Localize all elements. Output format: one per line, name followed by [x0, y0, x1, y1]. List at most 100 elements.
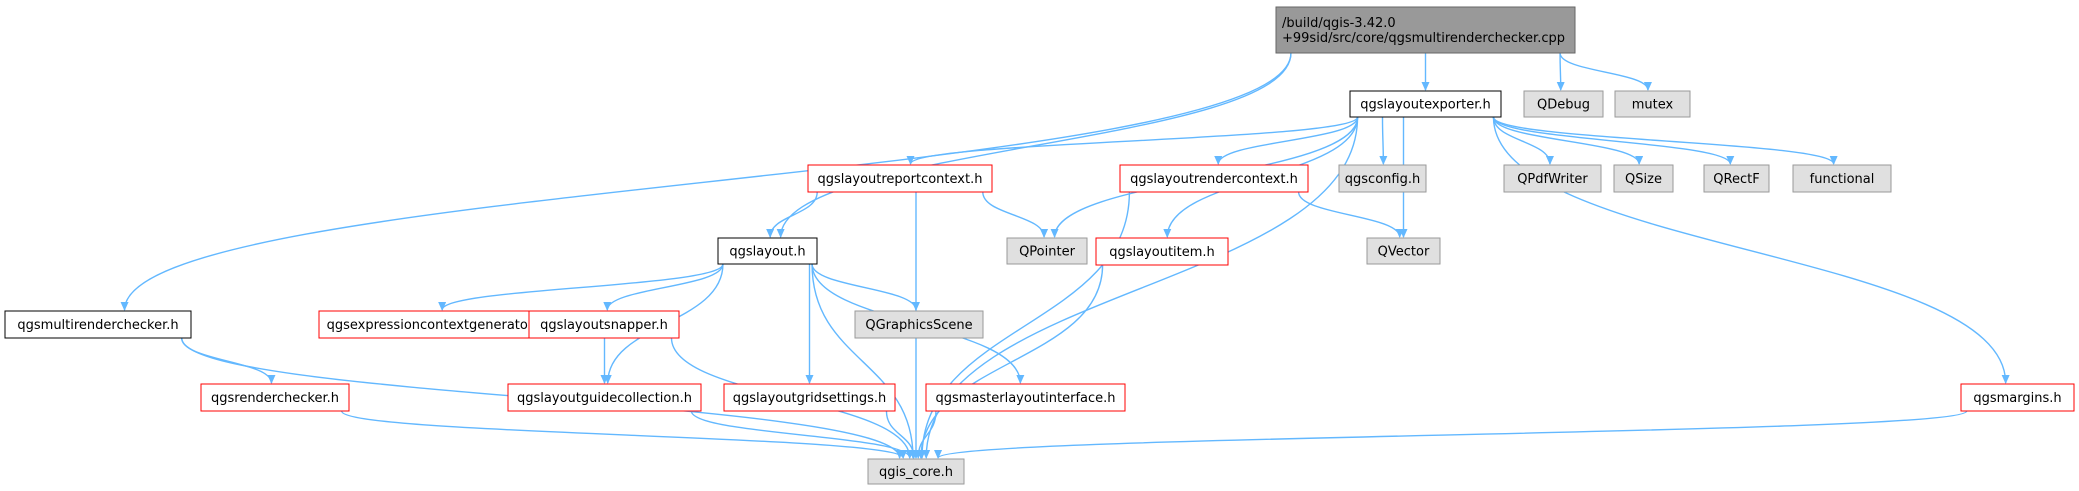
node-label-QPointer: QPointer	[1019, 245, 1076, 260]
node-box-qgsrenderchecker_h	[200, 383, 350, 412]
node-box-qgsmultirenderchecker_h	[4, 310, 192, 339]
node-label-qgsmultirenderchecker_h: qgsmultirenderchecker.h	[17, 318, 178, 333]
node-label-qgslayout_h: qgslayout.h	[729, 245, 805, 260]
node-box-qgslayoutreportcontext_h	[807, 164, 993, 193]
node-qgslayoutgridsettings_h[interactable]: qgslayoutgridsettings.h	[723, 383, 896, 412]
node-box-qgslayoutitem_h	[1095, 237, 1229, 266]
node-label-mutex: mutex	[1632, 98, 1674, 113]
node-QPointer: QPointer	[1006, 237, 1088, 265]
node-label-QVector: QVector	[1378, 245, 1430, 260]
node-box-QPointer	[1006, 237, 1088, 265]
node-qgslayoutexporter_h[interactable]: qgslayoutexporter.h	[1349, 90, 1502, 118]
node-label-root-line-0: /build/qgis-3.42.0	[1282, 16, 1396, 31]
node-box-qgslayout_h	[717, 237, 818, 265]
node-box-QGraphicsScene	[854, 310, 984, 339]
node-label-qgsexpressioncontextgenerator_h: qgsexpressioncontextgenerator.h	[327, 318, 545, 333]
edge-qgslayoutreportcontext_h-to-qgslayout_h	[766, 191, 818, 238]
edge-qgslayout_h-to-qgis_core_h	[811, 263, 918, 459]
edge-qgslayout_h-to-qgsexpressioncontextgenerator_h	[438, 263, 724, 311]
edge-qgsmargins_h-to-qgis_core_h	[934, 410, 1968, 459]
node-label-QRectF: QRectF	[1713, 172, 1759, 187]
edge-qgslayoutrendercontext_h-to-QVector	[1297, 191, 1404, 238]
edge-qgsrenderchecker_h-to-qgis_core_h	[340, 410, 907, 459]
node-box-QPdfWriter	[1503, 164, 1602, 193]
edge-qgslayout_h-to-qgslayoutsnapper_h	[603, 263, 724, 311]
node-QPdfWriter: QPdfWriter	[1503, 164, 1602, 193]
node-qgis_core_h: qgis_core.h	[867, 458, 965, 485]
edge-qgslayoutexporter_h-to-QRectF	[1492, 116, 1735, 165]
node-QVector: QVector	[1366, 237, 1441, 265]
edge-root-to-qgsmultirenderchecker_h	[120, 52, 1292, 311]
node-QDebug: QDebug	[1523, 90, 1604, 118]
node-QGraphicsScene: QGraphicsScene	[854, 310, 984, 339]
node-label-qgslayoutreportcontext_h: qgslayoutreportcontext.h	[818, 172, 983, 187]
edge-root-to-mutex	[1559, 52, 1652, 91]
node-qgsexpressioncontextgenerator_h[interactable]: qgsexpressioncontextgenerator.h	[318, 310, 553, 339]
edge-qgslayoutitem_h-to-qgis_core_h	[916, 264, 1104, 459]
edge-qgslayoutexporter_h-to-qgslayoutrendercontext_h	[1214, 116, 1359, 165]
node-qgslayoutreportcontext_h[interactable]: qgslayoutreportcontext.h	[807, 164, 993, 193]
node-box-qgslayoutsnapper_h	[528, 310, 680, 339]
node-box-QRectF	[1703, 164, 1770, 193]
node-qgsmasterlayoutinterface_h[interactable]: qgsmasterlayoutinterface.h	[925, 383, 1126, 412]
node-label-root-line-1: +99sid/src/core/qgsmultirenderchecker.cp…	[1282, 31, 1565, 46]
node-qgsconfig_h: qgsconfig.h	[1338, 164, 1427, 193]
edge-qgslayoutexporter_h-to-QSize	[1492, 116, 1644, 165]
edge-root-to-qgslayout_h	[776, 52, 1292, 238]
node-QSize: QSize	[1613, 164, 1674, 193]
edge-root-to-QDebug	[1556, 52, 1565, 91]
node-box-mutex	[1614, 90, 1691, 118]
node-qgslayoutsnapper_h[interactable]: qgslayoutsnapper.h	[528, 310, 680, 339]
node-box-qgslayoutrendercontext_h	[1119, 164, 1309, 193]
node-label-QPdfWriter: QPdfWriter	[1517, 172, 1588, 187]
nodes-layer: /build/qgis-3.42.0+99sid/src/core/qgsmul…	[4, 6, 2075, 485]
node-box-root	[1275, 6, 1576, 54]
node-QRectF: QRectF	[1703, 164, 1770, 193]
node-box-qgsmargins_h	[1960, 383, 2075, 412]
node-label-qgsconfig_h: qgsconfig.h	[1345, 172, 1420, 187]
node-label-qgslayoutexporter_h: qgslayoutexporter.h	[1360, 98, 1490, 113]
edge-qgslayoutexporter_h-to-functional	[1492, 116, 1838, 165]
node-label-qgsmasterlayoutinterface_h: qgsmasterlayoutinterface.h	[935, 391, 1115, 406]
node-box-QVector	[1366, 237, 1441, 265]
edge-qgsmultirenderchecker_h-to-qgsrenderchecker_h	[181, 337, 276, 384]
edges-layer	[120, 52, 2010, 459]
node-box-qgslayoutguidecollection_h	[507, 383, 702, 412]
node-box-QDebug	[1523, 90, 1604, 118]
edge-qgslayout_h-to-QGraphicsScene	[811, 263, 920, 311]
edge-qgslayoutreportcontext_h-to-QPointer	[982, 191, 1049, 238]
node-label-QSize: QSize	[1625, 172, 1662, 187]
node-qgslayoutrendercontext_h[interactable]: qgslayoutrendercontext.h	[1119, 164, 1309, 193]
node-qgslayout_h[interactable]: qgslayout.h	[717, 237, 818, 265]
node-box-qgslayoutexporter_h	[1349, 90, 1502, 118]
node-label-qgslayoutguidecollection_h: qgslayoutguidecollection.h	[517, 391, 692, 406]
node-label-qgslayoutitem_h: qgslayoutitem.h	[1109, 245, 1215, 260]
node-label-QGraphicsScene: QGraphicsScene	[865, 318, 972, 333]
node-qgsmultirenderchecker_h[interactable]: qgsmultirenderchecker.h	[4, 310, 192, 339]
node-label-functional: functional	[1810, 172, 1875, 187]
node-label-qgis_core_h: qgis_core.h	[879, 465, 953, 480]
edge-qgslayoutexporter_h-to-qgsconfig_h	[1379, 116, 1388, 165]
node-label-qgsrenderchecker_h: qgsrenderchecker.h	[211, 391, 339, 406]
node-functional: functional	[1792, 164, 1892, 193]
node-box-qgslayoutgridsettings_h	[723, 383, 896, 412]
edge-qgslayoutexporter_h-to-QPdfWriter	[1492, 116, 1554, 165]
node-label-qgsmargins_h: qgsmargins.h	[1973, 391, 2061, 406]
node-box-functional	[1792, 164, 1892, 193]
edge-qgslayoutguidecollection_h-to-qgis_core_h	[690, 410, 914, 459]
node-qgsmargins_h[interactable]: qgsmargins.h	[1960, 383, 2075, 412]
node-qgslayoutitem_h[interactable]: qgslayoutitem.h	[1095, 237, 1229, 266]
node-qgslayoutguidecollection_h[interactable]: qgslayoutguidecollection.h	[507, 383, 702, 412]
node-box-qgsconfig_h	[1338, 164, 1427, 193]
node-label-qgslayoutgridsettings_h: qgslayoutgridsettings.h	[733, 391, 887, 406]
node-label-qgslayoutrendercontext_h: qgslayoutrendercontext.h	[1130, 172, 1298, 187]
edge-qgslayoutexporter_h-to-qgsmargins_h	[1492, 116, 2010, 384]
node-box-QSize	[1613, 164, 1674, 193]
node-box-qgsexpressioncontextgenerator_h	[318, 310, 553, 339]
node-root[interactable]: /build/qgis-3.42.0+99sid/src/core/qgsmul…	[1275, 6, 1576, 54]
node-label-QDebug: QDebug	[1537, 98, 1590, 113]
node-label-qgslayoutsnapper_h: qgslayoutsnapper.h	[540, 318, 668, 333]
node-qgsrenderchecker_h[interactable]: qgsrenderchecker.h	[200, 383, 350, 412]
node-mutex: mutex	[1614, 90, 1691, 118]
